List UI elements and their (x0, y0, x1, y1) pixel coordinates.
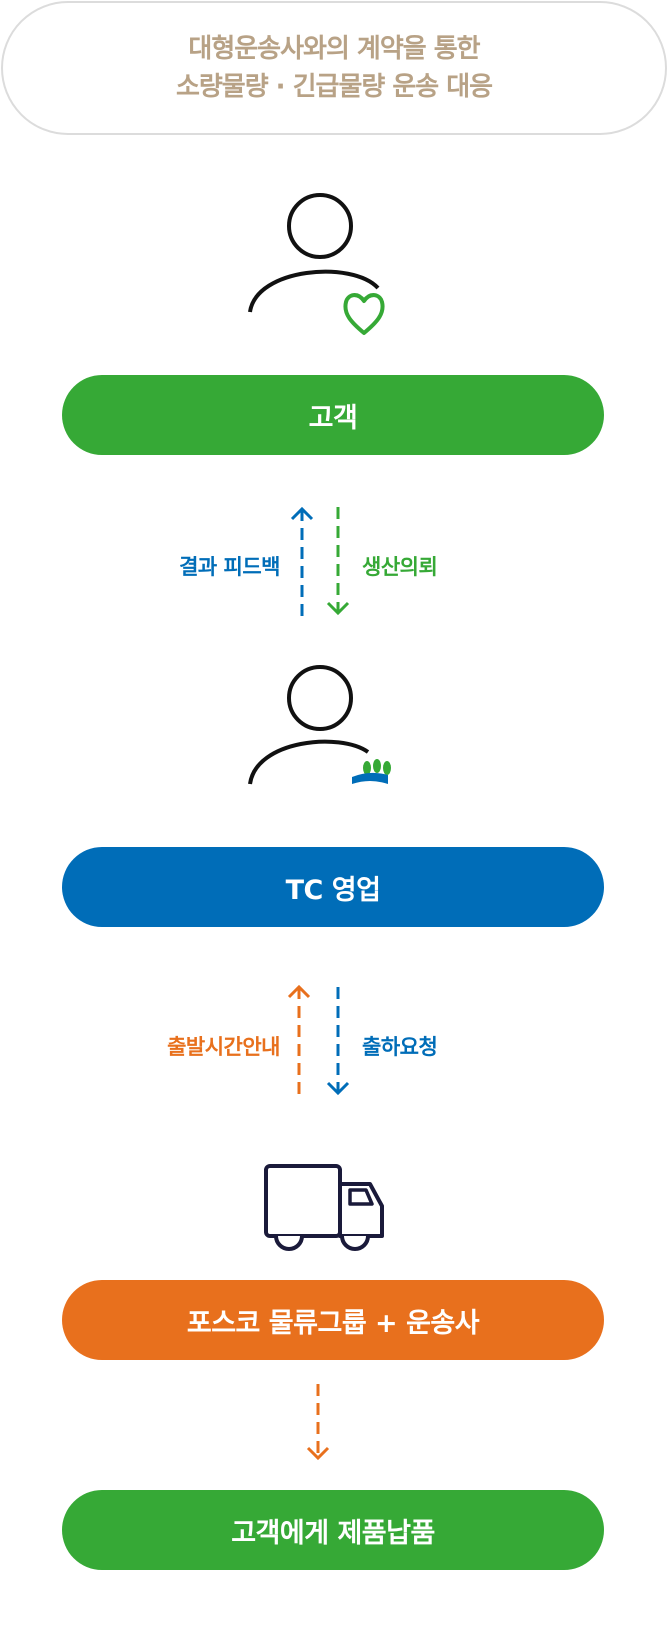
sales-person-icon (248, 665, 391, 785)
header-pill: 대형운송사와의 계약을 통한 소량물량 · 긴급물량 운송 대응 (1, 1, 667, 135)
delivery-down-arrow (306, 1384, 330, 1461)
tc-sales-bar: TC 영업 (62, 847, 604, 927)
logistics-label: 포스코 물류그룹 + 운송사 (186, 1307, 480, 1339)
truck-icon (264, 1164, 384, 1251)
customer-bar: 고객 (62, 375, 604, 455)
shipment-down-arrow (326, 987, 350, 1096)
production-down-arrow (326, 507, 350, 616)
customer-label: 고객 (308, 402, 358, 434)
posco-logo-icon (352, 759, 391, 784)
customer-person-icon (248, 193, 385, 335)
logistics-bar: 포스코 물류그룹 + 운송사 (62, 1280, 604, 1360)
departure-up-arrow (287, 984, 311, 1095)
heart-icon (343, 293, 385, 335)
production-request-label: 생산의뢰 (362, 555, 438, 579)
feedback-up-arrow (290, 506, 314, 617)
delivery-label: 고객에게 제품납품 (231, 1517, 435, 1549)
departure-notice-label: 출발시간안내 (167, 1035, 280, 1059)
header-line-2: 소량물량 · 긴급물량 운송 대응 (175, 72, 493, 102)
result-feedback-label: 결과 피드백 (179, 555, 280, 579)
delivery-bar: 고객에게 제품납품 (62, 1490, 604, 1570)
tc-sales-label: TC 영업 (285, 874, 381, 906)
shipment-request-label: 출하요청 (362, 1035, 438, 1059)
header-line-1: 대형운송사와의 계약을 통한 (188, 34, 480, 64)
